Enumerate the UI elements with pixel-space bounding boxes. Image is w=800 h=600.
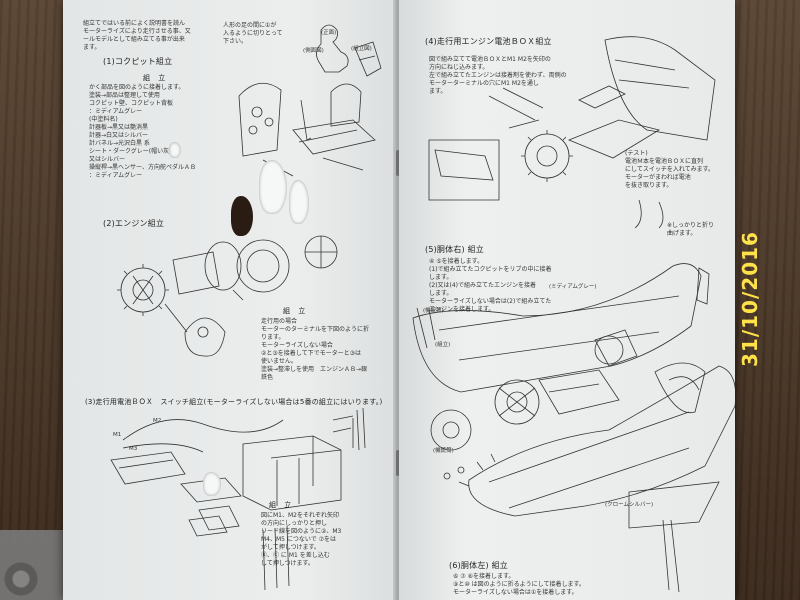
part-label-front: (正面) (321, 30, 337, 36)
wing-lower (629, 482, 719, 528)
tail-fin (655, 363, 705, 413)
test-note: (テスト) 電池Ｍ本を電池ＢＯＸに直列 にしてスイッチを入れてみます。 モーター… (625, 150, 715, 189)
control-stick (301, 100, 311, 140)
engine-mid (495, 380, 539, 424)
booklet-spine (393, 0, 403, 600)
figure-note: 人形の足の間に①が 入るように切りとって 下さい。 (223, 22, 283, 45)
tear-hole (231, 196, 253, 236)
assembly-callout: (組立) (435, 342, 451, 348)
section2-header: 組 立 (283, 307, 309, 315)
part-label-assembly: (組立図) (351, 46, 372, 52)
cockpit-floor (293, 120, 375, 154)
staple (396, 150, 400, 176)
section6-steps: ⑥ ⑦ ⑧を接着します。 ⑨と⑩ は図のように折るようにして接着します。 モータ… (453, 573, 585, 596)
left-page: 組立てではいる前によく説明書を読ん モーターライズにより走行させる事、又 ールモ… (63, 0, 397, 600)
engine-radial-small (431, 410, 471, 450)
wire-lead (635, 200, 663, 228)
pilot-figure (316, 25, 348, 72)
cowling-ring (237, 240, 289, 292)
motor-contacts (263, 526, 289, 590)
motor-gear (539, 370, 619, 414)
switch-wires (123, 420, 283, 452)
seat-back (331, 84, 361, 126)
section3-header: 組 立 (269, 501, 295, 509)
section3-steps: 図にM1、M2をそれぞれ矢印 の方向にしっかりと押し リード線を図のように②、M… (261, 512, 342, 567)
engine-mount (185, 318, 225, 356)
section1-title: (1)コクピット組立 (103, 57, 173, 66)
instruction-booklet: 組立てではいる前によく説明書を読ん モーターライズにより走行させる事、又 ールモ… (63, 0, 735, 600)
tear-hole (289, 180, 309, 224)
fuselage-left-half (469, 366, 735, 516)
right-page-drawings (399, 0, 735, 600)
cockpit-insert (595, 336, 623, 364)
section1-header: 組 立 (143, 74, 169, 82)
section5-steps: ④ ⑤を接着します。 (1)で組み立てたコクピットをリブの中に接着 します。 (… (429, 258, 552, 313)
section4-steps: 図で組み立てて電池ＢＯＸとM1 M2を矢印の 方向にねじ込みます。 左で組み立て… (429, 56, 567, 95)
section3-title: (3)走行用電池ＢＯＸ スイッチ組立(モーターライズしない場合は5番の組立にはい… (85, 398, 383, 406)
section6-title: (6)胴体左) 組立 (449, 561, 508, 570)
gun-barrel-callout: (機銃筒) (423, 308, 444, 314)
section2-steps: 走行用の場合 モーターのターミナルを下図のように折 ります。 モーターライズしな… (261, 318, 370, 381)
tear-hole (259, 160, 287, 214)
section4-title: (4)走行用エンジン電池ＢＯＸ組立 (425, 37, 552, 46)
staple (396, 450, 400, 476)
carpet-corner (0, 530, 70, 600)
section1-steps: かく部品を図のように接着します。 塗装→部品は整理して使用 コクピット壁、コクピ… (89, 84, 196, 179)
battery-box-inset (429, 140, 499, 200)
right-page: (4)走行用エンジン電池ＢＯＸ組立 図で組み立てて電池ＢＯＸとM1 M2を矢印の… (399, 0, 735, 600)
intro-text: 組立てではいる前によく説明書を読ん モーターライズにより走行させる事、又 ールモ… (83, 20, 191, 51)
wire-label-m1: M1 (113, 432, 122, 438)
part-label-side: (側面図) (303, 48, 324, 54)
paint-callout: (ミディアムグレー) (549, 284, 597, 290)
switch-plate (111, 452, 185, 484)
motor-cylinder (173, 252, 219, 294)
bend-note: ※しっかりと折り 曲げます。 (667, 222, 715, 237)
section2-title: (2)エンジン組立 (103, 219, 165, 228)
instrument-panel (239, 83, 281, 156)
tear-hole (203, 472, 221, 496)
propeller (663, 520, 679, 592)
wire-label-m2: M2 (153, 418, 162, 424)
engine-upper (525, 134, 569, 178)
battery-box (243, 436, 341, 510)
section5-title: (5)胴体右) 組立 (425, 245, 484, 254)
left-page-drawings (63, 0, 397, 600)
fuselage-nose-upper (605, 37, 715, 140)
cockpit-seat (355, 42, 381, 76)
fuselage-right-half (413, 264, 701, 392)
tear-hole (169, 142, 181, 158)
wire-label-m3: M3 (129, 446, 138, 452)
engine-radial (117, 264, 169, 316)
date-stamp-text: 31/10/2016 (738, 231, 762, 367)
gun-barrel-callout: (機銃筒) (433, 448, 454, 454)
prop-shaft (569, 120, 659, 158)
